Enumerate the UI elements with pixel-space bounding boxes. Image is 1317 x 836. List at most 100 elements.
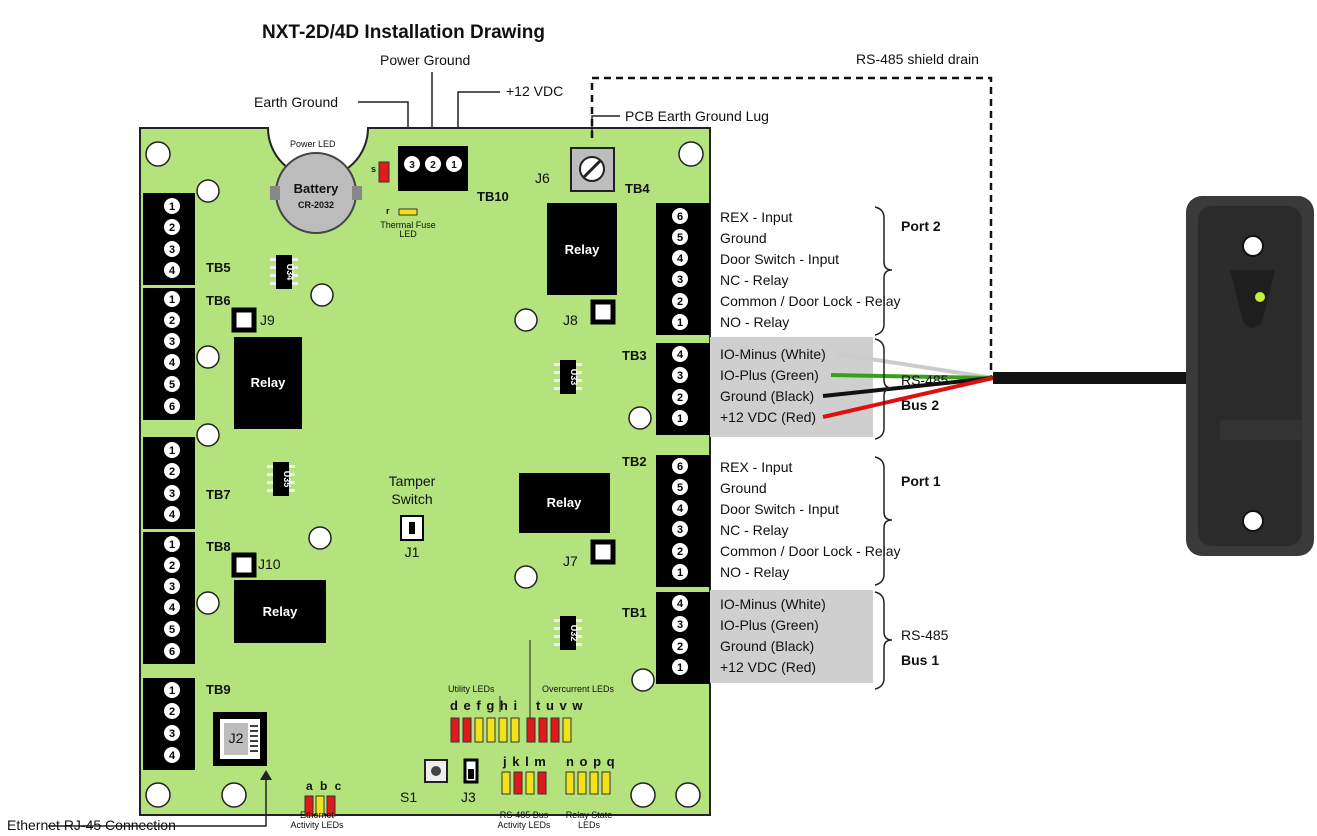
svg-text:2: 2 [169,560,175,572]
svg-text:5: 5 [169,379,175,391]
bus2-title: Bus 2 [901,397,939,413]
svg-text:3: 3 [169,728,175,740]
j3-label: J3 [461,789,476,805]
bus1-line: +12 VDC (Red) [720,659,816,675]
tb10-label: TB10 [477,189,509,204]
svg-text:4: 4 [677,598,684,610]
svg-text:5: 5 [677,232,683,244]
bus2-line: IO-Plus (Green) [720,367,819,383]
relay-label: Relay [263,604,298,619]
svg-text:6: 6 [677,461,683,473]
ethernet-leader [48,778,267,827]
pcb-lug-label: PCB Earth Ground Lug [625,108,769,124]
svg-text:2: 2 [677,641,683,653]
tamper-label-line2: Switch [391,491,432,507]
svg-text:1: 1 [169,539,175,551]
u35-label: U35 [282,471,292,488]
port2-line: REX - Input [720,209,792,225]
power-ground-label: Power Ground [380,52,470,68]
ic-u34: U34 [270,255,298,289]
svg-text:2: 2 [169,466,175,478]
rs485-leds [501,771,547,795]
relay-upper-right: Relay [547,203,617,295]
bus2-line: +12 VDC (Red) [720,409,816,425]
ethernet-letters: a b c [306,779,343,793]
plus-12vdc-label: +12 VDC [506,83,563,99]
jumper-j3 [463,758,479,784]
port1-line: NC - Relay [720,522,788,538]
port1-line: NO - Relay [720,564,789,580]
j2-label: J2 [229,730,244,746]
svg-text:5: 5 [169,624,175,636]
tb9-label: TB9 [206,682,231,697]
pcb-board [139,127,711,816]
svg-text:1: 1 [677,413,683,425]
svg-text:2: 2 [169,315,175,327]
port2-brace [874,206,893,336]
svg-text:3: 3 [677,370,683,382]
tb7-label: TB7 [206,487,231,502]
earth-ground-label: Earth Ground [254,94,338,110]
port1-labels: REX - Input Ground Door Switch - Input N… [720,459,941,580]
thermal-fuse-label: Thermal Fuse [380,220,436,230]
svg-text:1: 1 [677,567,683,579]
u34-label: U34 [285,264,295,281]
j9-label: J9 [260,312,275,328]
svg-text:1: 1 [451,160,457,171]
svg-text:3: 3 [169,488,175,500]
power-led-label: Power LED [290,139,336,149]
bus1-line: Ground (Black) [720,638,814,654]
svg-text:1: 1 [677,662,683,674]
switch-s1 [424,759,448,783]
tb6-label: TB6 [206,293,231,308]
overcurrent-letters: t u v w [536,698,583,713]
port2-labels: REX - Input Ground Door Switch - Input N… [720,209,941,330]
rj45-jack: J2 [213,712,267,766]
svg-text:5: 5 [677,482,683,494]
jumper-j7 [590,539,616,565]
ic-u32: U32 [554,616,582,650]
relay-label: Relay [547,495,582,510]
svg-text:4: 4 [677,253,684,265]
svg-text:3: 3 [169,581,175,593]
ic-u35: U35 [267,462,295,496]
bus2-brace [874,338,893,440]
j6-label: J6 [535,170,550,186]
port2-line: NC - Relay [720,272,788,288]
top-leader-lines [358,72,620,138]
port1-line: Door Switch - Input [720,501,839,517]
relay-left-lower: Relay [234,580,326,643]
port1-title: Port 1 [901,473,941,489]
overcurrent-leds-label: Overcurrent LEDs [542,684,615,694]
port2-line: Ground [720,230,767,246]
bus1-box [710,590,873,683]
thermal-fuse-led-label: LED [399,229,417,239]
svg-text:1: 1 [677,317,683,329]
svg-text:4: 4 [169,602,176,614]
svg-text:4: 4 [169,265,176,277]
tb8-label: TB8 [206,539,231,554]
battery-label: Battery [294,181,340,196]
u32-label: U32 [569,625,579,642]
reader-wires [822,352,1190,419]
bus1-rs485: RS-485 [901,627,949,643]
mounting-holes [145,141,704,808]
led-s-label: s [371,164,376,174]
port1-line: REX - Input [720,459,792,475]
jumper-j10 [231,552,257,578]
power-led [378,161,390,183]
tb3-label: TB3 [622,348,647,363]
tb5-label: TB5 [206,260,231,275]
bus2-labels: IO-Minus (White) IO-Plus (Green) Ground … [720,346,949,425]
port2-line: NO - Relay [720,314,789,330]
j1-label: J1 [405,544,420,560]
svg-text:4: 4 [677,349,684,361]
ground-lug-j6 [570,147,615,192]
svg-text:1: 1 [169,445,175,457]
relay-state-leds [565,771,611,795]
svg-text:3: 3 [677,524,683,536]
rs485-shield-label: RS-485 shield drain [856,51,979,67]
utility-letters: d e f g h i [450,698,518,713]
